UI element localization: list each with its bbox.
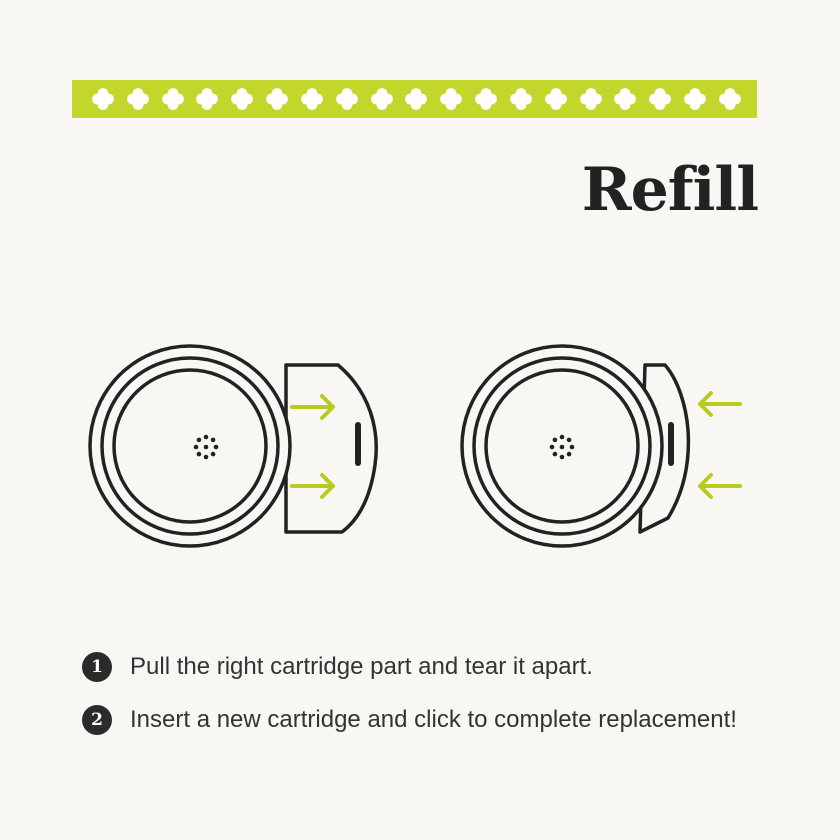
- arrow-right-icon: [290, 394, 335, 420]
- clover-icon: [544, 88, 567, 110]
- instruction-list: 1 Pull the right cartridge part and tear…: [82, 648, 737, 754]
- step-number-badge: 2: [82, 705, 112, 735]
- clover-icon: [614, 88, 637, 110]
- arrow-left-icon: [698, 473, 742, 499]
- clover-icon: [405, 88, 428, 110]
- clover-icon: [370, 88, 393, 110]
- grip-slot: [668, 422, 674, 466]
- clover-icon: [719, 88, 741, 110]
- clover-icon: [475, 88, 498, 110]
- speaker-holes: [193, 434, 219, 460]
- grip-slot: [355, 422, 361, 466]
- clover-icon: [266, 88, 289, 110]
- step-2: 2 Insert a new cartridge and click to co…: [82, 701, 737, 739]
- step-text: Pull the right cartridge part and tear i…: [130, 653, 593, 680]
- clover-icon: [649, 88, 672, 110]
- clover-icon: [579, 88, 602, 110]
- device-body: [88, 344, 292, 548]
- clover-icon: [196, 88, 219, 110]
- clover-icon: [335, 88, 358, 110]
- figure-insert: [460, 344, 742, 548]
- step-1: 1 Pull the right cartridge part and tear…: [82, 648, 737, 686]
- clover-icon: [301, 88, 323, 110]
- clover-icon: [126, 88, 149, 110]
- arrow-left-icon: [698, 391, 742, 417]
- figure-pull-apart: [88, 344, 378, 548]
- page-title: Refill: [581, 155, 759, 225]
- clover-banner: [72, 80, 757, 118]
- cartridge-part: [284, 363, 378, 534]
- step-number-badge: 1: [82, 652, 112, 682]
- step-text: Insert a new cartridge and click to comp…: [130, 706, 737, 733]
- clover-icon: [231, 88, 254, 110]
- arrow-right-icon: [290, 473, 335, 499]
- clover-icon: [510, 88, 532, 110]
- clover-icon: [92, 88, 114, 110]
- clover-icon: [161, 88, 184, 110]
- cartridge-part: [638, 363, 691, 534]
- clover-icon: [440, 88, 463, 110]
- clover-icon: [684, 88, 706, 110]
- speaker-holes: [549, 434, 575, 460]
